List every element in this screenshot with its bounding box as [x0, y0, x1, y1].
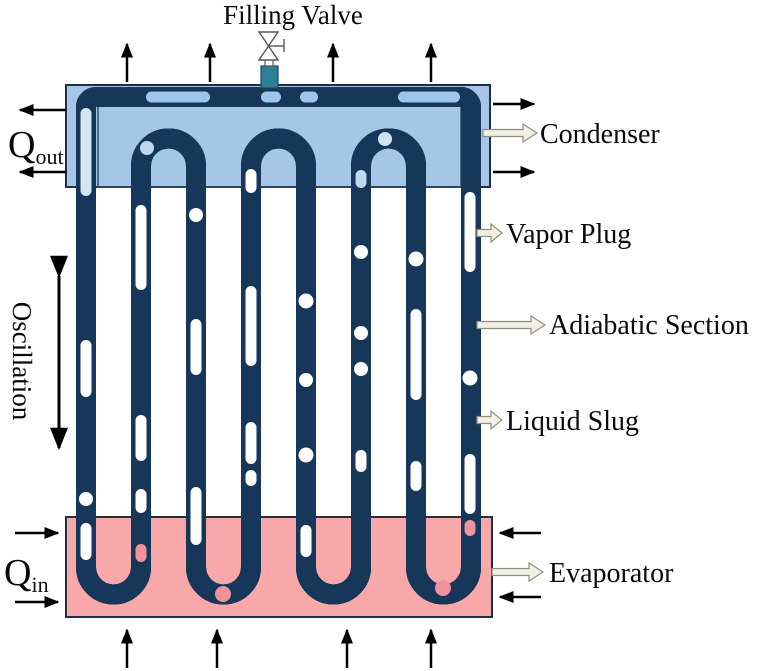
vapor-plug — [245, 169, 257, 193]
condenser-bubble — [140, 141, 154, 155]
evaporator-bubble — [215, 586, 231, 602]
vapor-plug — [410, 309, 422, 400]
liquid-slug — [146, 91, 210, 103]
callout-arrows — [476, 122, 547, 583]
evaporator-block — [65, 516, 493, 618]
vapor-plug — [79, 492, 93, 506]
vapor-plug — [245, 470, 257, 486]
heat-out-arrows-top — [121, 42, 437, 82]
vapor-plug — [464, 192, 476, 272]
heat-in-arrows-right — [498, 527, 541, 603]
vapor-plug — [354, 245, 368, 259]
evaporator-bubbles — [135, 520, 476, 602]
vapor-plug — [354, 362, 368, 376]
liquid-slug — [300, 91, 318, 103]
vapor-plug — [410, 461, 422, 491]
oscillation-label: Oscillation — [7, 302, 37, 421]
evaporator-callout-arrow — [491, 561, 545, 583]
heat-out-arrows-right — [493, 98, 536, 178]
heat-in-arrows-left — [15, 527, 60, 608]
vapor-plug — [190, 319, 202, 375]
vapor-plug — [245, 286, 257, 366]
vapor-plug — [135, 489, 147, 513]
filling-valve — [257, 31, 285, 89]
vapor-plug — [80, 523, 92, 560]
evaporator-bubble — [464, 520, 476, 536]
vapor-plug — [300, 525, 312, 557]
q-in-label: Qin — [4, 552, 49, 597]
liquid-slug-label: Liquid Slug — [506, 406, 639, 437]
liquid-slug-callout-arrow — [476, 409, 503, 431]
vapor-plug — [190, 487, 202, 545]
header-liquid-slugs — [80, 91, 460, 196]
vapor-plug-callout-arrow — [476, 222, 503, 244]
vapor-plug — [354, 326, 368, 340]
vapor-plug — [135, 205, 147, 290]
vapor-plug — [355, 450, 367, 472]
vapor-plug — [464, 454, 476, 514]
condenser-bubble — [355, 170, 367, 188]
filling-valve-label: Filling Valve — [223, 0, 363, 30]
vapor-plug — [80, 340, 92, 397]
evaporator-label: Evaporator — [549, 558, 674, 589]
vapor-plug — [189, 208, 203, 222]
valve-bowtie-top — [257, 31, 280, 48]
vapor-plugs — [79, 169, 478, 560]
evaporator-bubble — [135, 544, 147, 562]
vapor-plug — [462, 370, 478, 386]
heat-out-arrows-left — [18, 104, 66, 178]
condenser-callout-arrow — [482, 122, 539, 144]
vapor-plug — [408, 251, 424, 267]
valve-bowtie-bottom — [257, 44, 280, 61]
vapor-plug — [135, 415, 147, 461]
valve-port — [260, 65, 279, 89]
vapor-plug — [245, 422, 257, 464]
serpentine-tube — [76, 87, 481, 595]
vapor-plug — [298, 447, 314, 463]
adiabatic-section-label: Adiabatic Section — [549, 310, 749, 341]
vapor-plug — [299, 373, 313, 387]
liquid-slug — [261, 91, 281, 103]
q-out-label: Qout — [8, 124, 64, 169]
vapor-plug-label: Vapor Plug — [506, 219, 631, 250]
condenser-label: Condenser — [540, 119, 660, 150]
vapor-plug — [298, 293, 314, 309]
liquid-slug — [80, 108, 92, 196]
liquid-slug — [398, 91, 460, 103]
evaporator-bubble — [435, 580, 451, 596]
adiabatic-callout-arrow — [476, 314, 547, 336]
condenser-bubble — [378, 132, 392, 146]
heat-in-arrows-bottom — [121, 628, 437, 668]
